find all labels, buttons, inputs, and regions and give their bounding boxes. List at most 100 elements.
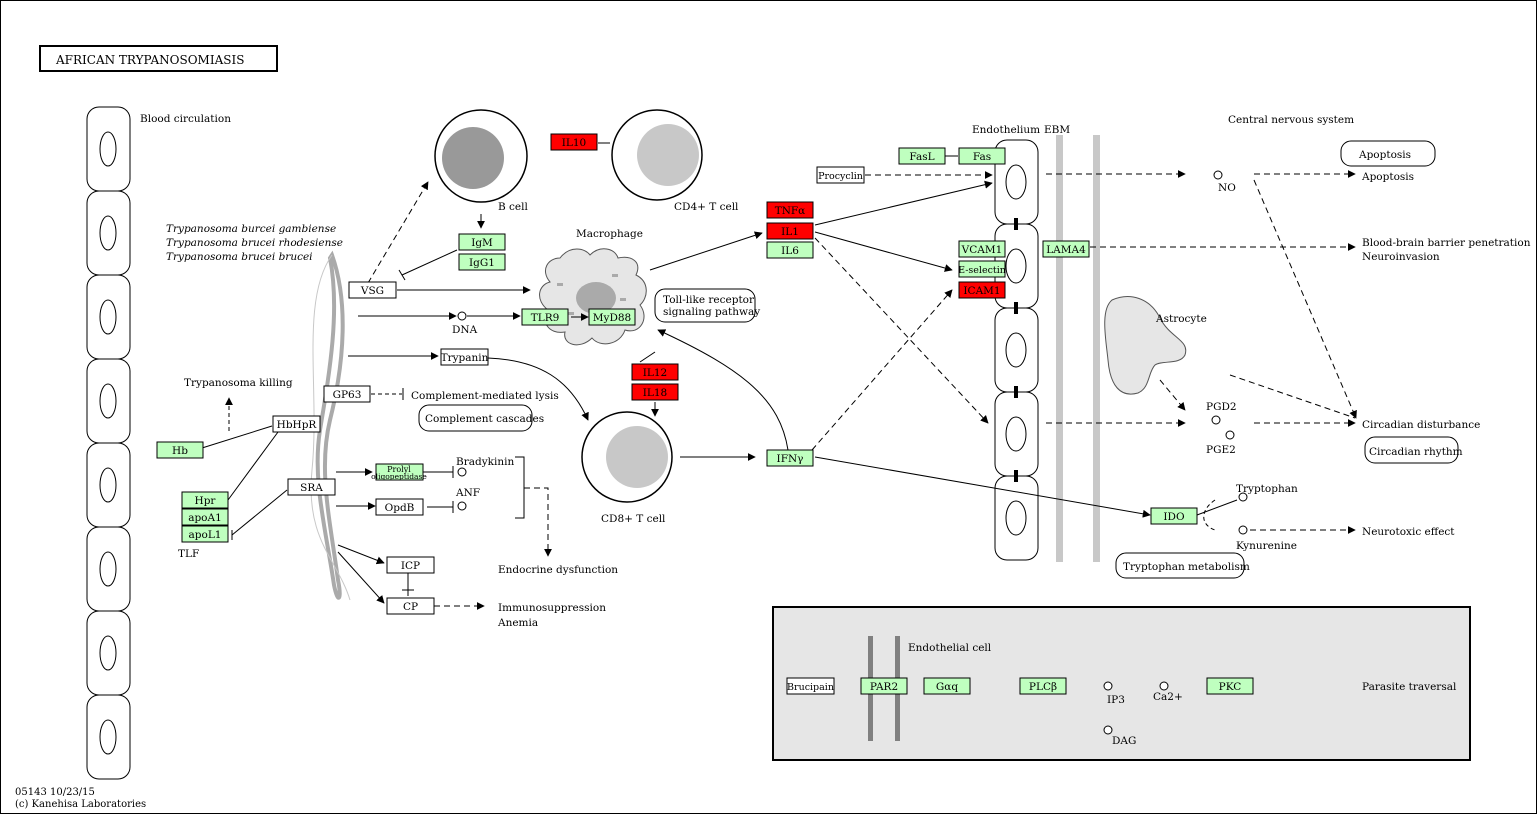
gene-label-apoa1[interactable]: apoA1 <box>188 512 222 524</box>
pathway-boxes[interactable]: Complement cascades Toll-like receptor s… <box>418 140 1463 579</box>
gene-box-sra[interactable] <box>287 478 336 496</box>
gene-label-plcb[interactable]: PLCβ <box>1029 681 1057 693</box>
gene-box-opdb[interactable] <box>375 498 424 516</box>
gene-label-fas[interactable]: Fas <box>973 151 991 163</box>
pathway-tryptophan-metabolism[interactable]: Tryptophan metabolism <box>1123 561 1250 573</box>
gene-label-ido[interactable]: IDO <box>1163 511 1185 523</box>
pathway-apoptosis[interactable]: Apoptosis <box>1358 149 1411 161</box>
gene-label-igm[interactable]: IgM <box>471 237 493 249</box>
gene-box-cp[interactable] <box>386 597 435 615</box>
gene-box-ido[interactable] <box>1150 507 1198 525</box>
gene-box-icam1[interactable] <box>958 281 1006 299</box>
vessel-nucleus <box>99 635 117 671</box>
gene-box-vcam1[interactable] <box>958 240 1006 258</box>
gene-label-il12[interactable]: IL12 <box>643 367 667 379</box>
gene-label-vsg[interactable]: VSG <box>360 285 384 297</box>
gene-label-tlr9[interactable]: TLR9 <box>531 312 560 324</box>
gene-box-e-selectin[interactable] <box>958 260 1006 278</box>
cd4-t-cell <box>611 109 703 201</box>
label-cd8-t-cell: CD8+ T cell <box>601 513 666 525</box>
gene-box-tnfa[interactable] <box>766 201 814 219</box>
astrocyte <box>1104 296 1187 395</box>
gene-label-tnfa[interactable]: TNFα <box>775 205 806 217</box>
gene-box-icp[interactable] <box>386 556 435 574</box>
gene-label-procyclin[interactable]: Procyclin <box>818 171 863 182</box>
gene-label-cp[interactable]: CP <box>403 601 418 613</box>
gene-box-brucipain[interactable] <box>786 677 835 695</box>
gene-label-sra[interactable]: SRA <box>300 482 323 494</box>
gene-box-il10[interactable] <box>550 133 598 151</box>
gene-box-fasl[interactable] <box>898 147 946 165</box>
gene-box-il18[interactable] <box>631 383 679 401</box>
vessel-nucleus <box>99 551 117 587</box>
junction <box>1014 470 1018 482</box>
gene-label-pkc[interactable]: PKC <box>1219 681 1242 693</box>
gene-box-prolyl-oligopeptidase[interactable] <box>375 463 424 481</box>
gene-box-hpr[interactable] <box>181 491 229 509</box>
gene-box-il6[interactable] <box>766 241 814 259</box>
gene-box-pkc[interactable] <box>1206 677 1254 695</box>
label-astrocyte: Astrocyte <box>1155 313 1207 325</box>
gene-label-e-selectin[interactable]: E-selectin <box>958 265 1006 276</box>
gene-box-il1[interactable] <box>766 222 814 240</box>
gene-box-trypanin[interactable] <box>440 348 489 366</box>
gene-label-gp63[interactable]: GP63 <box>333 389 362 401</box>
gene-label-myd88[interactable]: MyD88 <box>593 312 631 324</box>
b-cell <box>434 109 528 203</box>
gene-box-myd88[interactable] <box>588 308 636 326</box>
gene-box-hbhpr[interactable] <box>272 415 321 433</box>
gene-box-apoa1[interactable] <box>181 508 229 526</box>
gene-label-il18[interactable]: IL18 <box>643 387 667 399</box>
gene-label-vcam1[interactable]: VCAM1 <box>961 244 1003 256</box>
gene-box-apol1[interactable] <box>181 525 229 543</box>
junction <box>1014 218 1018 230</box>
gene-label-igg1[interactable]: IgG1 <box>469 257 495 269</box>
gene-label-il1[interactable]: IL1 <box>781 226 799 238</box>
gene-label-hb[interactable]: Hb <box>172 445 188 457</box>
pathway-toll-like-1[interactable]: Toll-like receptor <box>663 294 755 306</box>
gene-box-par2[interactable] <box>860 677 908 695</box>
gene-label-icp[interactable]: ICP <box>401 560 420 572</box>
gene-box-procyclin[interactable] <box>816 166 865 184</box>
gene-label-il6[interactable]: IL6 <box>781 245 799 257</box>
label-dag: DAG <box>1112 735 1136 747</box>
gene-label-par2[interactable]: PAR2 <box>870 681 898 693</box>
pathway-toll-like-2[interactable]: signaling pathway <box>663 306 760 318</box>
gene-label-hpr[interactable]: Hpr <box>195 495 217 507</box>
label-anf: ANF <box>455 487 480 499</box>
gene-box-plcb[interactable] <box>1019 677 1067 695</box>
gene-box-hb[interactable] <box>156 441 204 459</box>
gene-label-icam1[interactable]: ICAM1 <box>963 285 1000 297</box>
gene-label-fasl[interactable]: FasL <box>909 151 934 163</box>
gene-box-ifng[interactable] <box>766 449 814 467</box>
gene-label-hbhpr[interactable]: HbHpR <box>277 419 318 431</box>
gene-label-apol1[interactable]: apoL1 <box>189 529 222 541</box>
gene-label-il10[interactable]: IL10 <box>562 137 586 149</box>
gene-label-trypanin[interactable]: Trypanin <box>441 352 489 364</box>
gene-box-igg1[interactable] <box>458 253 506 271</box>
gene-box-vsg[interactable] <box>348 281 397 299</box>
gene-label-prolyl[interactable]: Prolyl <box>387 465 411 474</box>
label-endothelium: Endothelium <box>972 124 1040 136</box>
gene-box-gaq[interactable] <box>923 677 971 695</box>
label-macrophage: Macrophage <box>576 228 643 240</box>
gene-box-lama4[interactable] <box>1042 240 1090 258</box>
label-bbb-penetration: Blood-brain barrier penetration <box>1362 237 1531 249</box>
pathway-complement-cascades[interactable]: Complement cascades <box>425 413 544 425</box>
gene-label-brucipain[interactable]: Brucipain <box>787 682 834 693</box>
gene-label-gaq[interactable]: Gαq <box>936 681 958 693</box>
label-apoptosis: Apoptosis <box>1361 171 1414 183</box>
gene-label-opdb[interactable]: OpdB <box>385 502 415 514</box>
endothelial-nucleus <box>1005 500 1027 536</box>
gene-box-gp63[interactable] <box>323 385 371 403</box>
gene-box-il12[interactable] <box>631 363 679 381</box>
gene-label-lama4[interactable]: LAMA4 <box>1046 244 1086 256</box>
pathway-circadian-rhythm[interactable]: Circadian rhythm <box>1369 446 1463 458</box>
gene-label-oligopeptidase[interactable]: oligopeptidase <box>371 472 427 481</box>
gene-box-fas[interactable] <box>958 147 1006 165</box>
gene-box-igm[interactable] <box>458 233 506 251</box>
gene-box-tlr9[interactable] <box>521 308 569 326</box>
gene-label-ifng[interactable]: IFNγ <box>777 453 804 465</box>
